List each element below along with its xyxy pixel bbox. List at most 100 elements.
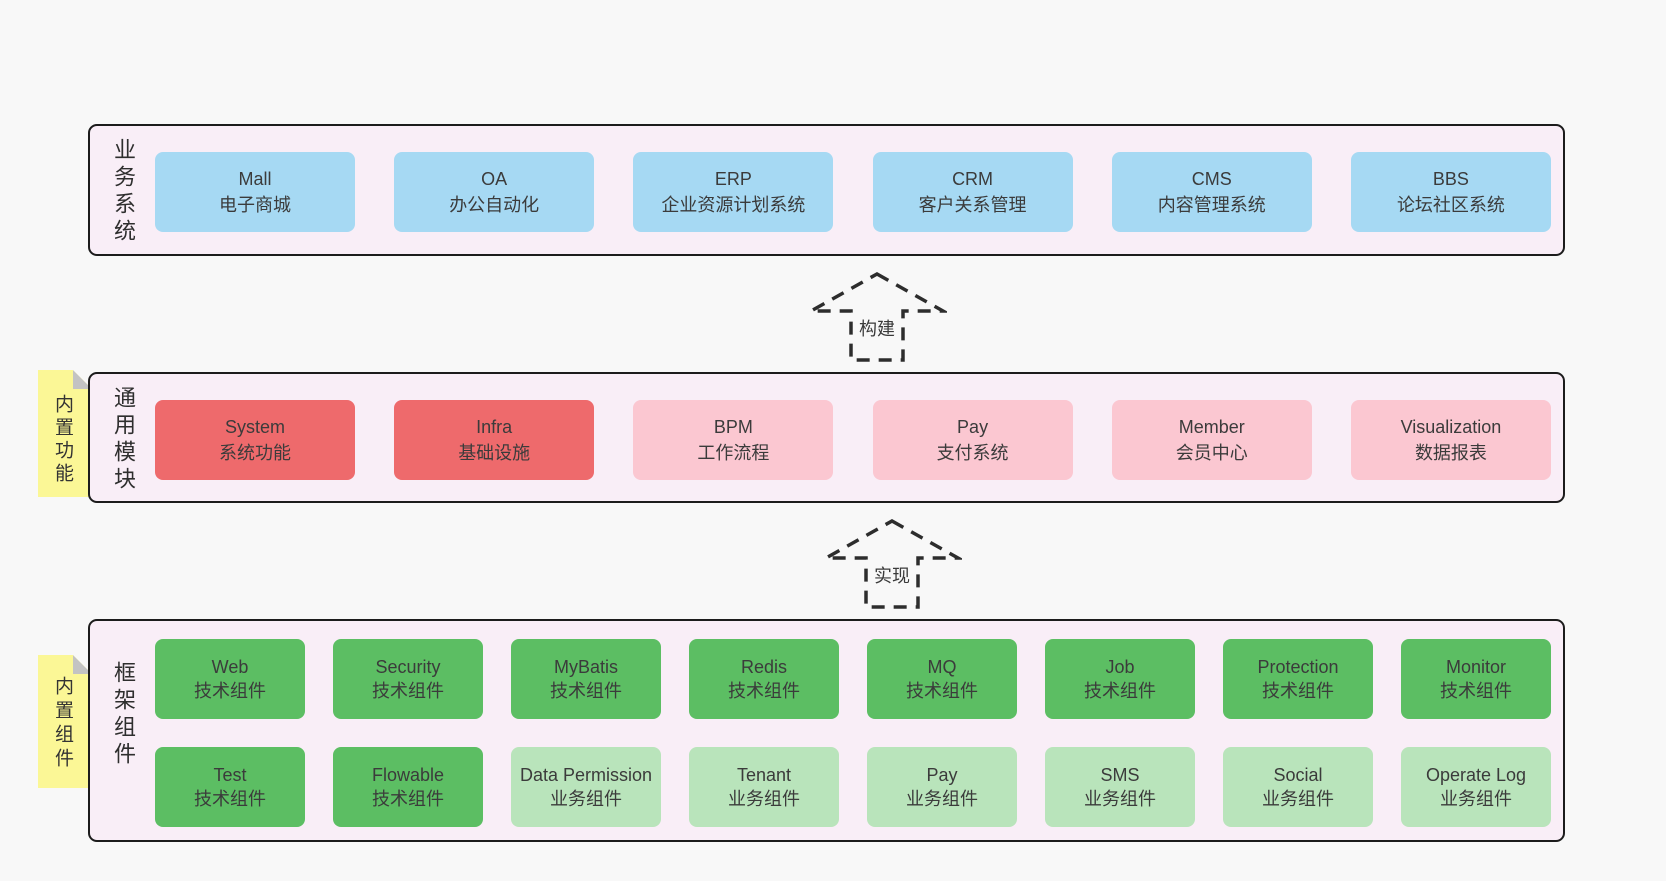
box-security: Security 技术组件: [333, 639, 483, 719]
box-subtitle: 系统功能: [219, 443, 291, 463]
modules-box-row: System 系统功能 Infra 基础设施 BPM 工作流程 Pay 支付系统…: [155, 400, 1551, 480]
box-subtitle: 内容管理系统: [1157, 195, 1266, 215]
box-subtitle: 企业资源计划系统: [661, 195, 806, 215]
box-title: BPM: [713, 417, 753, 437]
box-data-permission: Data Permission 业务组件: [511, 747, 661, 827]
box-protection: Protection 技术组件: [1223, 639, 1373, 719]
framework-box-row-1: Web 技术组件 Security 技术组件 MyBatis 技术组件 Redi…: [155, 639, 1551, 719]
box-pay: Pay 支付系统: [872, 400, 1073, 480]
box-title: Visualization: [1400, 417, 1502, 437]
box-operate-log: Operate Log 业务组件: [1401, 747, 1551, 827]
band-label-framework-components: 框架组件: [111, 661, 136, 769]
box-sms: SMS 业务组件: [1045, 747, 1195, 827]
box-title: Pay: [926, 765, 958, 785]
box-visualization: Visualization 数据报表: [1350, 400, 1551, 480]
box-subtitle: 业务组件: [1084, 789, 1156, 809]
arrow-up-icon: [807, 271, 947, 362]
band-business-systems: 业务系统 Mall 电子商城 OA 办公自动化 ERP 企业资源计划系统 CRM…: [88, 124, 1565, 256]
box-subtitle: 论坛社区系统: [1396, 195, 1505, 215]
box-subtitle: 技术组件: [194, 789, 266, 809]
box-title: Web: [211, 657, 249, 677]
box-mall: Mall 电子商城: [155, 152, 355, 232]
box-title: BBS: [1432, 169, 1469, 189]
box-subtitle: 工作流程: [697, 443, 770, 463]
business-box-row: Mall 电子商城 OA 办公自动化 ERP 企业资源计划系统 CRM 客户关系…: [155, 152, 1551, 232]
sticky-note-label: 内置功能: [52, 394, 73, 486]
box-subtitle: 支付系统: [936, 443, 1009, 463]
box-erp: ERP 企业资源计划系统: [633, 152, 834, 232]
sticky-note-built-in-components: 内置组件: [38, 655, 92, 788]
box-title: Pay: [957, 417, 989, 437]
band-label-business-systems: 业务系统: [111, 138, 136, 246]
box-title: Job: [1105, 657, 1135, 677]
arrow-implement: 实现: [822, 518, 962, 610]
box-subtitle: 业务组件: [728, 789, 800, 809]
box-subtitle: 业务组件: [906, 789, 978, 809]
box-title: CMS: [1191, 169, 1232, 189]
box-subtitle: 客户关系管理: [918, 195, 1027, 215]
band-framework-components: 框架组件 Web 技术组件 Security 技术组件 MyBatis 技术组件…: [88, 619, 1565, 842]
box-title: Data Permission: [519, 765, 653, 785]
box-subtitle: 技术组件: [372, 681, 444, 701]
box-cms: CMS 内容管理系统: [1111, 152, 1312, 232]
box-bpm: BPM 工作流程: [633, 400, 834, 480]
box-infra: Infra 基础设施: [394, 400, 595, 480]
box-pay-component: Pay 业务组件: [867, 747, 1017, 827]
box-flowable: Flowable 技术组件: [333, 747, 483, 827]
box-subtitle: 数据报表: [1414, 443, 1487, 463]
box-title: Monitor: [1445, 657, 1507, 677]
box-title: CRM: [952, 169, 994, 189]
box-subtitle: 电子商城: [219, 195, 291, 215]
box-title: Mall: [238, 169, 272, 189]
box-title: SMS: [1100, 765, 1140, 785]
sticky-note-label: 内置组件: [52, 676, 73, 772]
box-subtitle: 技术组件: [1262, 681, 1334, 701]
box-tenant: Tenant 业务组件: [689, 747, 839, 827]
box-title: Tenant: [736, 765, 792, 785]
box-system: System 系统功能: [155, 400, 355, 480]
box-social: Social 业务组件: [1223, 747, 1373, 827]
box-title: Security: [375, 657, 441, 677]
arrow-label: 实现: [870, 562, 914, 588]
band-label-common-modules: 通用模块: [111, 386, 136, 494]
box-subtitle: 技术组件: [1084, 681, 1156, 701]
box-title: Infra: [476, 417, 513, 437]
arrow-label: 构建: [855, 315, 899, 341]
box-subtitle: 办公自动化: [449, 195, 540, 215]
arrow-up-icon: [822, 518, 962, 609]
box-title: MyBatis: [553, 657, 618, 677]
box-title: Operate Log: [1425, 765, 1527, 785]
box-title: Social: [1273, 765, 1323, 785]
box-oa: OA 办公自动化: [394, 152, 595, 232]
box-job: Job 技术组件: [1045, 639, 1195, 719]
box-mq: MQ 技术组件: [867, 639, 1017, 719]
box-subtitle: 技术组件: [550, 681, 622, 701]
box-subtitle: 技术组件: [906, 681, 978, 701]
box-web: Web 技术组件: [155, 639, 305, 719]
box-bbs: BBS 论坛社区系统: [1350, 152, 1551, 232]
box-subtitle: 基础设施: [458, 443, 531, 463]
box-title: OA: [481, 169, 508, 189]
box-monitor: Monitor 技术组件: [1401, 639, 1551, 719]
box-title: Redis: [740, 657, 788, 677]
box-mybatis: MyBatis 技术组件: [511, 639, 661, 719]
framework-box-row-2: Test 技术组件 Flowable 技术组件 Data Permission …: [155, 747, 1551, 827]
box-test: Test 技术组件: [155, 747, 305, 827]
box-title: System: [224, 417, 285, 437]
box-title: Protection: [1257, 657, 1339, 677]
box-subtitle: 技术组件: [1440, 681, 1512, 701]
box-subtitle: 会员中心: [1175, 443, 1248, 463]
box-title: ERP: [714, 169, 752, 189]
box-subtitle: 业务组件: [1262, 789, 1334, 809]
box-crm: CRM 客户关系管理: [872, 152, 1073, 232]
box-title: Flowable: [371, 765, 445, 785]
box-title: MQ: [927, 657, 957, 677]
band-common-modules: 通用模块 System 系统功能 Infra 基础设施 BPM 工作流程 Pay…: [88, 372, 1565, 503]
box-title: Test: [213, 765, 247, 785]
arrow-build: 构建: [807, 271, 947, 363]
box-subtitle: 技术组件: [194, 681, 266, 701]
box-redis: Redis 技术组件: [689, 639, 839, 719]
box-subtitle: 业务组件: [1440, 789, 1512, 809]
box-title: Member: [1178, 417, 1245, 437]
